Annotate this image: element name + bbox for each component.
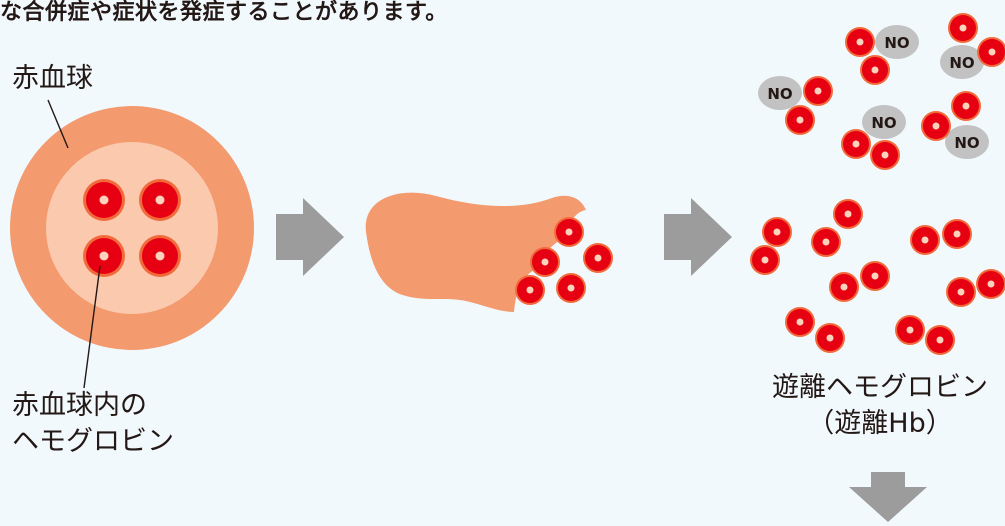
no-molecule [945,125,989,159]
no-label: NO [884,34,909,52]
hemoglobin-leader-line [83,265,101,389]
no-label: NO [949,54,974,72]
free-hemoglobin-label-line1: 遊離ヘモグロビン [772,372,988,403]
free-hemoglobin-cluster [750,199,1005,355]
no-molecule [875,25,919,59]
ruptured-red-blood-cell [365,192,613,312]
hemoglobin-no-cluster: NO NO NO NO NO [758,13,1005,170]
no-molecule [758,76,802,110]
rbc-leader-line [47,99,69,149]
hemoglobin-label-line1: 赤血球内の [12,390,147,421]
rbc-label: 赤血球 [12,63,93,94]
arrow-down-icon [849,472,927,522]
hemoglobin-molecule [83,235,125,277]
hemoglobin-molecule [83,179,125,221]
hemoglobin-molecule [139,235,181,277]
hemoglobin-label-line2: ヘモグロビン [12,425,174,457]
no-molecule [940,45,984,79]
hemoglobin-label: 赤血球内の ヘモグロビン [12,388,272,460]
free-hemoglobin-label-line2: （遊離Hb） [807,407,953,439]
arrow-right-icon [664,198,732,276]
hemoglobin-molecule [139,179,181,221]
free-hemoglobin-label: 遊離ヘモグロビン （遊離Hb） [760,370,1000,442]
no-label: NO [954,134,979,152]
no-molecule [862,105,906,139]
red-blood-cell [10,106,254,350]
page-heading: な合併症や症状を発症することがあります。 [0,0,448,25]
no-label: NO [871,114,896,132]
arrow-right-icon [276,198,344,276]
no-label: NO [767,85,792,103]
